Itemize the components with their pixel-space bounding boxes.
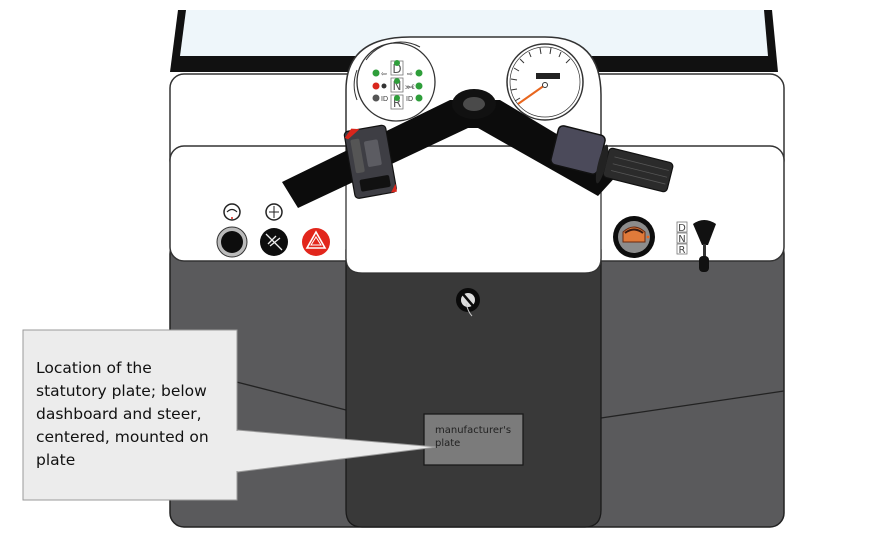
callout-box [22,329,438,501]
callout-text: Location of the statutory plate; below d… [36,359,209,469]
left-switch-module[interactable] [343,123,397,199]
turn-left-icon: ⇦ [381,71,387,78]
hazard-icon [305,230,327,249]
manufacturers-plate-label: manufacturer's plate [435,425,512,449]
gear-r-label: R [393,96,401,110]
horn-button[interactable] [216,226,248,258]
parking-brake-light [372,82,380,90]
turn-left-light [372,69,380,77]
high-beam-icon: ID [406,96,413,103]
left-switch-group [216,203,330,258]
turn-right-icon: ⇨ [407,71,413,78]
parking-brake-icon [381,83,387,89]
steering-handlebar [282,89,620,208]
turn-right-light [415,69,423,77]
low-beam-light [372,94,380,102]
high-beam-light [415,94,423,102]
ignition-switch[interactable] [456,288,480,317]
washer-button[interactable] [260,228,288,256]
selector-d-label: D [678,223,686,234]
right-throttle-grip[interactable] [550,125,674,193]
gear-selector-labels: D N R [676,221,688,256]
odometer-display [536,73,560,79]
key-icon [465,302,473,317]
indicator-panel: D N R ⇦ ID ⇨ ≫€ ID [353,41,436,122]
selector-r-label: R [679,245,686,256]
hazard-button[interactable] [302,228,330,256]
center-column [345,249,602,528]
position-lights-icon: ≫€ [405,85,415,91]
washer-button-icon [265,233,283,251]
speed-needle [517,84,546,105]
low-beam-icon: ID [381,96,388,103]
fuel-gauge [613,216,655,258]
gear-d-label: D [392,62,401,76]
center-console [345,145,602,274]
speedometer [506,43,584,121]
gear-n-label: N [393,79,402,93]
selector-n-label: N [678,234,685,245]
manufacturers-plate [423,413,524,466]
wiper-icon [223,203,241,221]
position-lights-light [415,82,423,90]
gear-lever[interactable] [693,220,716,272]
